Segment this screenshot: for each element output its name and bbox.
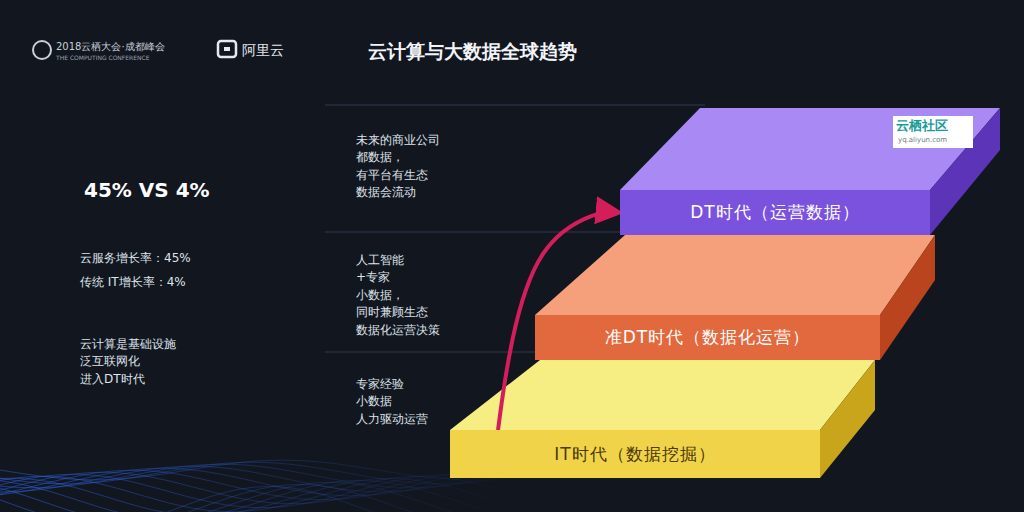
wave-line xyxy=(0,468,520,495)
era-description: 专家经验 小数据 人力驱动运营 xyxy=(356,376,396,428)
conference-subtitle: THE COMPUTING CONFERENCE xyxy=(56,54,256,61)
wave-line xyxy=(0,460,520,480)
era-description: 人工智能+专家 小数据，同时兼顾生态 数据化运营决策 xyxy=(356,252,396,339)
brand-name: 阿里云 xyxy=(242,40,322,60)
dt-slab xyxy=(620,108,1000,235)
era-description: 未来的商业公司 都数据，有平台有生态 数据会流动 xyxy=(356,132,396,202)
era-band: DT时代（运营数据） xyxy=(620,190,930,235)
growth-headline: 45% VS 4% xyxy=(84,176,284,205)
era-band: 准DT时代（数据化运营） xyxy=(535,315,880,360)
wave-line xyxy=(0,486,520,512)
band-label: 准DT时代（数据化运营） xyxy=(605,326,810,349)
band-label: DT时代（运营数据） xyxy=(690,201,859,224)
growth-note: 云服务增长率：45% xyxy=(80,250,280,267)
growth-note: 传统 IT增长率：4% xyxy=(80,274,280,291)
band-label: IT时代（数据挖掘） xyxy=(554,443,715,466)
wave-texture xyxy=(0,460,520,512)
conference-name: 2018云栖大会·成都峰会 xyxy=(56,41,256,53)
watermark-url: yq.aliyun.com xyxy=(898,136,978,144)
summary-note: 云计算是基础设施 泛互联网化 进入DT时代 xyxy=(80,336,120,388)
wave-line xyxy=(0,476,520,511)
watermark: 云栖社区 xyxy=(896,118,976,134)
slide-title: 云计算与大数据全球趋势 xyxy=(368,38,577,66)
it-slab xyxy=(450,360,875,478)
pre-dt-slab xyxy=(535,235,935,360)
era-band: IT时代（数据挖掘） xyxy=(450,430,820,478)
wave-line xyxy=(0,484,520,512)
wave-line xyxy=(0,480,520,512)
